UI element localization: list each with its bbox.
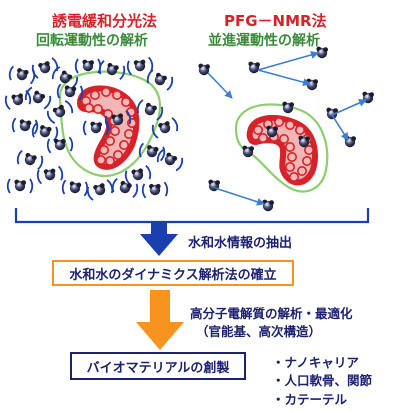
polymer-bead bbox=[294, 125, 305, 136]
water-molecule bbox=[24, 86, 52, 110]
water-molecule bbox=[138, 142, 166, 162]
merge-bracket bbox=[14, 208, 370, 224]
water-molecule bbox=[198, 63, 210, 76]
left-panel-title: 誘電緩和分光法 bbox=[52, 12, 158, 30]
left-hydration-shell bbox=[58, 70, 162, 177]
water-molecule bbox=[46, 100, 74, 124]
right-panel-subtitle: 並進運動性の解析 bbox=[208, 33, 320, 49]
water-molecule bbox=[262, 199, 274, 212]
left-panel-subtitle: 回転運動性の解析 bbox=[36, 33, 148, 49]
water-molecule bbox=[36, 165, 64, 185]
left-water-molecules bbox=[4, 56, 184, 201]
polymer-bead bbox=[103, 109, 114, 120]
polymer-bead bbox=[124, 129, 135, 140]
water-molecule bbox=[31, 122, 59, 142]
polymer-bead bbox=[278, 134, 289, 145]
application-item-nanocarrier: ・ナノキャリア bbox=[272, 355, 359, 370]
water-molecule bbox=[11, 117, 39, 135]
water-molecule bbox=[242, 145, 254, 158]
polymer-bead bbox=[105, 136, 116, 147]
polymer-bead bbox=[99, 145, 110, 156]
polymer-bead bbox=[90, 90, 101, 101]
step-analysis-line1: 高分子電解質の解析・最適化 bbox=[190, 306, 353, 321]
water-molecule bbox=[316, 46, 328, 59]
water-molecule bbox=[141, 181, 169, 199]
polymer-bead bbox=[96, 155, 107, 166]
right-polymer-beads bbox=[253, 117, 314, 183]
water-molecule bbox=[6, 178, 34, 194]
step-analysis-line2: （官能基、高次構造） bbox=[196, 324, 322, 339]
polymer-bead bbox=[296, 166, 307, 177]
water-molecule bbox=[111, 177, 139, 199]
water-molecule bbox=[146, 69, 174, 91]
polymer-bead bbox=[284, 142, 295, 153]
water-molecule bbox=[326, 107, 338, 120]
water-molecule bbox=[16, 149, 44, 171]
water-molecule bbox=[266, 125, 278, 138]
polymer-bead bbox=[110, 126, 121, 137]
polymer-bead bbox=[101, 87, 112, 98]
water-molecule bbox=[98, 59, 126, 81]
blue-down-arrow bbox=[140, 222, 178, 256]
water-molecule bbox=[156, 148, 184, 172]
water-molecule bbox=[298, 135, 310, 148]
application-item-catheter: ・カテーテル bbox=[272, 392, 348, 407]
right-panel-title: PFG－NMR法 bbox=[224, 12, 327, 30]
application-item-artificial-cartilage: ・人口軟骨、関節 bbox=[272, 373, 373, 388]
water-molecule bbox=[46, 136, 74, 154]
polymer-bead bbox=[301, 156, 312, 167]
water-molecule bbox=[248, 61, 260, 74]
polymer-bead bbox=[93, 104, 104, 115]
water-molecule bbox=[104, 109, 132, 131]
polymer-bead bbox=[113, 150, 124, 161]
polymer-bead bbox=[273, 117, 284, 128]
water-molecule bbox=[282, 101, 294, 114]
polymer-bead bbox=[286, 152, 297, 163]
water-molecule bbox=[31, 57, 59, 79]
left-polymer-beads bbox=[81, 87, 138, 167]
dynamics-method-label: 水和水のダイナミクス解析法の確立 bbox=[69, 267, 277, 283]
orange-down-arrow bbox=[136, 290, 184, 350]
water-molecule bbox=[4, 89, 32, 111]
water-molecule bbox=[8, 65, 36, 85]
polymer-bead bbox=[112, 90, 123, 101]
biomaterial-label: バイオマテリアルの創製 bbox=[86, 360, 230, 376]
water-molecule bbox=[126, 56, 154, 76]
polymer-bead bbox=[257, 133, 268, 144]
water-molecule bbox=[86, 179, 114, 201]
translation-arrows bbox=[207, 51, 367, 206]
dynamics-method-box: 水和水のダイナミクス解析法の確立 bbox=[52, 260, 294, 286]
polymer-bead bbox=[119, 140, 130, 151]
polymer-bead bbox=[84, 103, 95, 114]
polymer-bead bbox=[284, 162, 295, 173]
polymer-bead bbox=[303, 145, 314, 156]
polymer-bead bbox=[288, 172, 299, 183]
water-molecule bbox=[56, 83, 84, 101]
biomaterial-box: バイオマテリアルの創製 bbox=[70, 352, 246, 380]
polymer-bead bbox=[253, 125, 264, 136]
polymer-bead bbox=[105, 156, 116, 167]
water-molecule bbox=[306, 78, 318, 91]
water-molecule bbox=[136, 99, 164, 121]
water-molecule bbox=[151, 117, 179, 139]
polymer-bead bbox=[284, 120, 295, 131]
step-extract-hydration-info: 水和水情報の抽出 bbox=[188, 236, 293, 251]
water-molecule bbox=[61, 179, 89, 197]
polymer-bead bbox=[121, 97, 132, 108]
